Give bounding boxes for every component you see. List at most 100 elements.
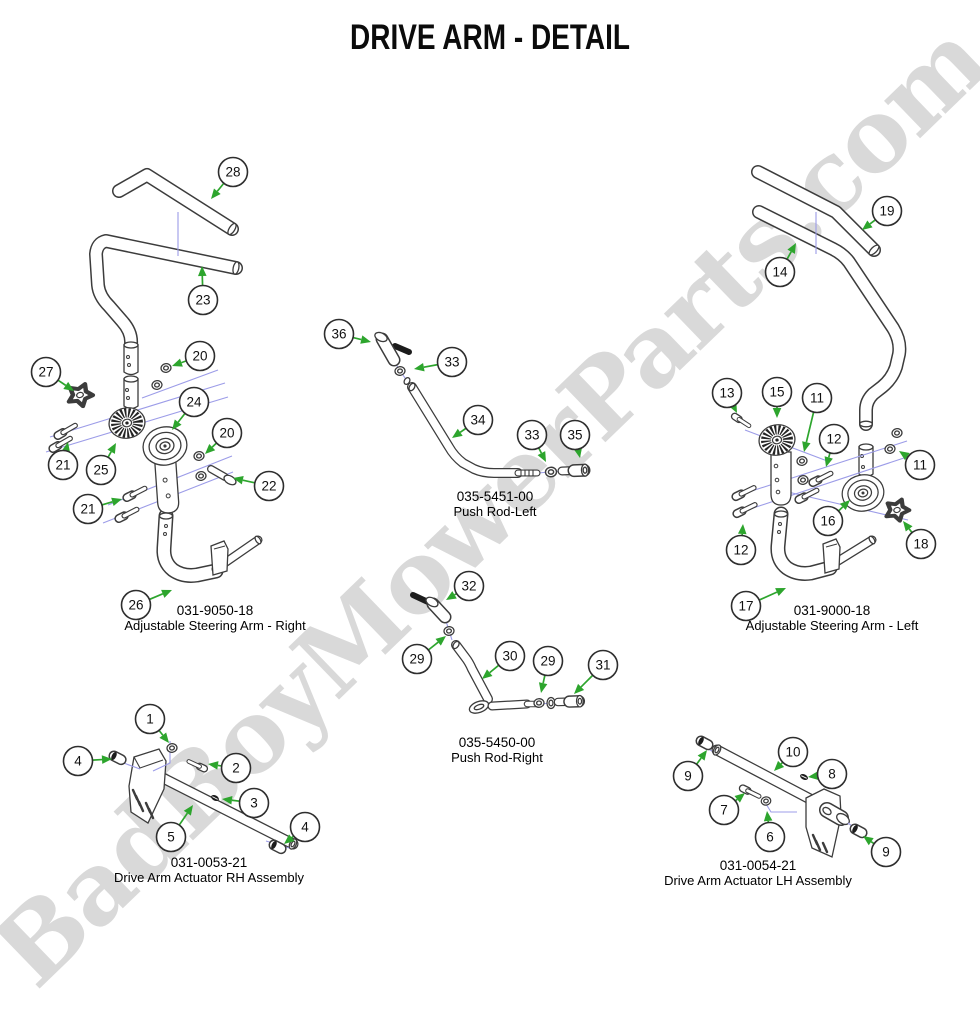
part-name: Push Rod-Left	[453, 504, 536, 519]
callout-steering-arm-left-14: 14	[766, 243, 797, 287]
svg-text:21: 21	[80, 502, 95, 517]
callout-steering-arm-left-12: 12	[727, 524, 756, 565]
callout-drive-arm-actuator-lh-9: 9	[674, 750, 708, 791]
svg-text:3: 3	[250, 796, 258, 811]
callout-drive-arm-actuator-lh-7: 7	[710, 793, 746, 825]
callout-drive-arm-actuator-rh-4: 4	[284, 813, 320, 845]
svg-text:15: 15	[769, 385, 784, 400]
callout-drive-arm-actuator-lh-8: 8	[808, 760, 847, 789]
svg-text:20: 20	[219, 426, 234, 441]
part-number: 031-9000-18	[746, 603, 919, 618]
svg-text:11: 11	[810, 391, 824, 406]
callout-push-rod-right-31: 31	[574, 651, 618, 695]
svg-text:12: 12	[826, 432, 841, 447]
callout-steering-arm-right-28: 28	[211, 158, 248, 200]
svg-text:20: 20	[192, 349, 207, 364]
callout-steering-arm-right-20: 20	[172, 342, 215, 371]
svg-text:8: 8	[828, 767, 836, 782]
svg-text:4: 4	[74, 754, 82, 769]
callout-drive-arm-actuator-rh-2: 2	[208, 754, 251, 783]
svg-text:1: 1	[146, 712, 154, 727]
callout-steering-arm-right-25: 25	[87, 443, 117, 485]
label-push-rod-left: 035-5451-00 Push Rod-Left	[453, 489, 536, 519]
part-number: 031-0054-21	[664, 858, 852, 873]
label-actuator-rh: 031-0053-21 Drive Arm Actuator RH Assemb…	[114, 855, 304, 885]
svg-text:29: 29	[540, 654, 555, 669]
callout-push-rod-left-35: 35	[561, 421, 590, 459]
callout-push-rod-left-36: 36	[325, 320, 372, 349]
svg-text:12: 12	[733, 543, 748, 558]
callout-steering-arm-left-18: 18	[903, 521, 936, 559]
svg-text:33: 33	[444, 355, 459, 370]
svg-text:9: 9	[684, 769, 692, 784]
callout-push-rod-right-29: 29	[534, 647, 563, 694]
push-rod-left-drawing	[373, 331, 588, 478]
callout-steering-arm-right-24: 24	[172, 388, 209, 431]
callout-drive-arm-actuator-lh-9: 9	[863, 836, 901, 867]
page-title: DRIVE ARM - DETAIL	[0, 18, 980, 58]
svg-text:28: 28	[225, 165, 240, 180]
part-number: 031-9050-18	[124, 603, 305, 618]
svg-text:9: 9	[882, 845, 890, 860]
svg-text:19: 19	[879, 204, 894, 219]
callout-drive-arm-actuator-rh-1: 1	[136, 705, 170, 744]
callout-drive-arm-actuator-rh-5: 5	[157, 805, 194, 852]
callout-steering-arm-left-15: 15	[763, 378, 792, 419]
svg-text:30: 30	[502, 649, 517, 664]
svg-text:24: 24	[186, 395, 202, 410]
callout-steering-arm-left-11: 11	[899, 451, 935, 480]
callout-drive-arm-actuator-lh-10: 10	[774, 738, 808, 772]
svg-text:13: 13	[719, 386, 734, 401]
label-steering-arm-right: 031-9050-18 Adjustable Steering Arm - Ri…	[124, 603, 305, 633]
callout-push-rod-right-29: 29	[403, 636, 447, 674]
part-name: Adjustable Steering Arm - Left	[746, 618, 919, 633]
svg-text:5: 5	[167, 830, 175, 845]
callout-steering-arm-right-27: 27	[32, 358, 75, 392]
svg-text:4: 4	[301, 820, 309, 835]
svg-text:31: 31	[595, 658, 610, 673]
svg-text:35: 35	[567, 428, 582, 443]
callout-steering-arm-right-20: 20	[205, 419, 242, 455]
part-number: 031-0053-21	[114, 855, 304, 870]
label-actuator-lh: 031-0054-21 Drive Arm Actuator LH Assemb…	[664, 858, 852, 888]
svg-text:11: 11	[913, 458, 927, 473]
part-number: 035-5450-00	[451, 735, 543, 750]
svg-text:21: 21	[55, 458, 70, 473]
callout-steering-arm-left-13: 13	[713, 379, 742, 414]
label-push-rod-right: 035-5450-00 Push Rod-Right	[451, 735, 543, 765]
callout-push-rod-left-33: 33	[518, 421, 547, 463]
svg-text:10: 10	[785, 745, 800, 760]
callout-drive-arm-actuator-rh-4: 4	[64, 747, 113, 776]
svg-text:14: 14	[772, 265, 788, 280]
svg-text:18: 18	[913, 537, 928, 552]
svg-text:32: 32	[461, 579, 476, 594]
svg-text:36: 36	[331, 327, 346, 342]
svg-text:2: 2	[232, 761, 240, 776]
svg-text:29: 29	[409, 652, 424, 667]
callout-drive-arm-actuator-lh-6: 6	[756, 811, 785, 852]
svg-text:33: 33	[524, 428, 539, 443]
part-name: Push Rod-Right	[451, 750, 543, 765]
label-steering-arm-left: 031-9000-18 Adjustable Steering Arm - Le…	[746, 603, 919, 633]
svg-text:6: 6	[766, 830, 774, 845]
svg-text:23: 23	[195, 293, 210, 308]
svg-text:7: 7	[720, 803, 728, 818]
drive-arm-actuator-rh-drawing	[110, 741, 298, 853]
callout-steering-arm-right-23: 23	[189, 266, 218, 315]
svg-text:16: 16	[820, 514, 835, 529]
svg-text:27: 27	[38, 365, 53, 380]
part-name: Drive Arm Actuator RH Assembly	[114, 870, 304, 885]
callout-steering-arm-left-12: 12	[820, 425, 849, 468]
svg-text:22: 22	[261, 479, 276, 494]
callout-push-rod-right-30: 30	[482, 642, 525, 680]
callout-steering-arm-left-16: 16	[814, 500, 851, 536]
callout-steering-arm-right-22: 22	[233, 472, 284, 501]
part-name: Drive Arm Actuator LH Assembly	[664, 873, 852, 888]
part-name: Adjustable Steering Arm - Right	[124, 618, 305, 633]
callout-push-rod-right-32: 32	[446, 572, 484, 601]
svg-text:25: 25	[93, 463, 108, 478]
callout-push-rod-left-33: 33	[414, 348, 467, 377]
part-number: 035-5451-00	[453, 489, 536, 504]
callout-push-rod-left-34: 34	[452, 406, 493, 439]
svg-text:34: 34	[470, 413, 486, 428]
